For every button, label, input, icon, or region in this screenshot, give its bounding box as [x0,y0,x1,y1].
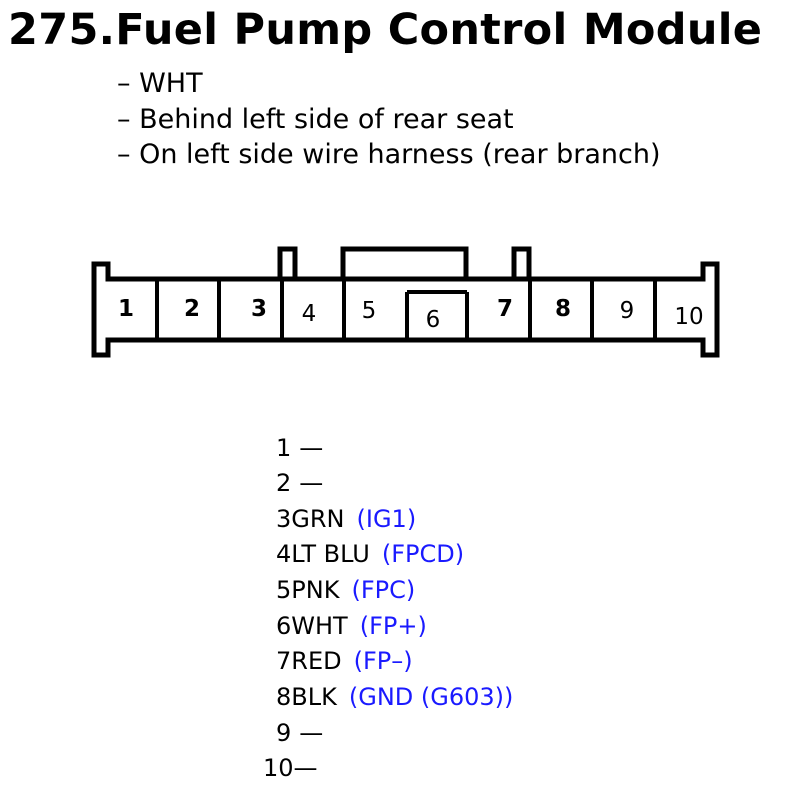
pin-number: 3 [276,505,292,533]
pin-row-9: 9— [276,718,323,748]
right-lock-tab [511,246,532,279]
pin-row-5: 5PNK (FPC) [276,575,415,605]
pin-row-1: 1— [276,433,323,463]
cell-label-4: 4 [302,301,317,327]
pin-circuit: (IG1) [356,505,417,533]
note-location: – Behind left side of rear seat [117,103,514,135]
pin-number: 4 [276,540,292,568]
pin-circuit: (FPC) [351,576,416,604]
pin-circuit: (FP+) [359,612,427,640]
pin-row-4: 4LT BLU (FPCD) [276,539,464,569]
pin-row-7: 7RED (FP–) [276,646,413,676]
pin-number: 5 [276,576,292,604]
pin-number: 8 [276,683,292,711]
cell-label-7: 7 [497,296,513,322]
pin-number: 7 [276,647,292,675]
pin-row-8: 8BLK (GND (G603)) [276,682,513,712]
pin-wire-color: GRN [291,505,345,533]
location-notes: – WHT – Behind left side of rear seat – … [117,66,661,173]
pin-wire-color: LT BLU [291,540,370,568]
pin-number: 2 [276,469,292,497]
cell-label-9: 9 [620,298,635,324]
page-title: 275.Fuel Pump Control Module [8,5,763,55]
pin-wire-color: WHT [291,612,348,640]
pin-unused-dash: — [299,469,324,497]
pin-circuit: (FPCD) [381,540,465,568]
pin-unused-dash: — [299,434,324,462]
cell-label-10: 10 [674,304,703,330]
left-lock-tab [277,246,298,279]
cell-label-3: 3 [251,296,267,322]
pin-row-10: 10— [263,753,318,783]
cell-label-2: 2 [184,296,200,322]
pin-wire-color: PNK [291,576,340,604]
pin-number: 10 [263,754,294,782]
pin-number: 9 [276,719,292,747]
pin-row-2: 2— [276,468,323,498]
pin-wire-color: RED [291,647,342,675]
connector-diagram: 1 2 3 4 5 6 7 8 9 10 [91,246,720,358]
pin-row-3: 3GRN (IG1) [276,504,416,534]
cell-label-1: 1 [118,296,134,322]
cell-label-6: 6 [426,307,441,333]
pin-circuit: (GND (G603)) [348,683,514,711]
pin-number: 6 [276,612,292,640]
note-color: – WHT [117,68,203,99]
pin-row-6: 6WHT (FP+) [276,611,427,641]
cell-label-8: 8 [555,296,571,322]
pin-wire-color: BLK [291,683,337,711]
connector-housing [91,261,720,358]
center-key [340,246,469,279]
note-harness: – On left side wire harness (rear branch… [117,139,661,170]
pin-circuit: (FP–) [353,647,413,675]
pin-unused-dash: — [293,754,318,782]
cell-label-5: 5 [362,298,377,324]
pin-unused-dash: — [299,719,324,747]
pin-number: 1 [276,434,292,462]
